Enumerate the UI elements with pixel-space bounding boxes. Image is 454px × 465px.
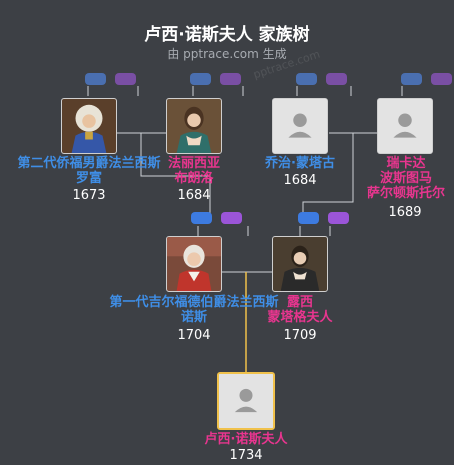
name-line: 罗富 [75, 171, 102, 186]
name-line: 卢西·诺斯夫人 [204, 432, 288, 447]
name-line: 法丽西亚 [167, 156, 220, 171]
expand-mother-button[interactable] [115, 73, 136, 85]
person-name-p2[interactable]: 露西 蒙塔格夫人 [248, 295, 352, 325]
person-name-self[interactable]: 卢西·诺斯夫人 [186, 432, 306, 447]
person-year-gp3: 1684 [283, 173, 317, 188]
placeholder-avatar-icon [378, 99, 432, 153]
person-photo-self[interactable] [217, 372, 275, 430]
person-year-p1: 1704 [177, 328, 211, 343]
placeholder-avatar-icon [273, 99, 327, 153]
expand-mother-button[interactable] [431, 73, 452, 85]
name-line: 乔治·蒙塔古 [265, 156, 335, 171]
expand-father-button[interactable] [85, 73, 106, 85]
name-line: 第一代吉尔福德伯爵法兰西斯 [109, 295, 279, 310]
name-line: 波斯图马 [379, 171, 432, 186]
portrait-photo [273, 237, 327, 291]
expand-father-button[interactable] [190, 73, 211, 85]
person-photo-p2[interactable] [272, 236, 328, 292]
expand-mother-button[interactable] [221, 212, 242, 224]
portrait-photo [167, 237, 221, 291]
person-year-gp1: 1673 [72, 188, 106, 203]
person-photo-gp2[interactable] [166, 98, 222, 154]
expand-mother-button[interactable] [326, 73, 347, 85]
page-title: 卢西·诺斯夫人 家族树 [144, 25, 310, 45]
expand-mother-button[interactable] [328, 212, 349, 224]
name-line: 露西 [286, 295, 313, 310]
person-name-p1[interactable]: 第一代吉尔福德伯爵法兰西斯 诺斯 [84, 295, 304, 325]
expand-mother-button[interactable] [220, 73, 241, 85]
person-photo-p1[interactable] [166, 236, 222, 292]
expand-father-button[interactable] [401, 73, 422, 85]
person-year-p2: 1709 [283, 328, 317, 343]
expand-father-button[interactable] [296, 73, 317, 85]
name-line: 诺斯 [180, 310, 207, 325]
portrait-photo [62, 99, 116, 153]
expand-father-button[interactable] [191, 212, 212, 224]
person-name-gp2[interactable]: 法丽西亚 布朗洛 [152, 156, 236, 186]
portrait-photo [167, 99, 221, 153]
person-year-self: 1734 [229, 448, 263, 463]
person-year-gp4: 1689 [388, 205, 422, 220]
name-line: 布朗洛 [174, 171, 214, 186]
page-subtitle: 由 pptrace.com 生成 [167, 47, 287, 61]
person-photo-gp1[interactable] [61, 98, 117, 154]
name-line: 瑞卡达 [386, 156, 426, 171]
person-year-gp2: 1684 [177, 188, 211, 203]
person-photo-gp3[interactable] [272, 98, 328, 154]
person-photo-gp4[interactable] [377, 98, 433, 154]
name-line: 第二代侨福男爵法兰西斯 [17, 156, 161, 171]
person-name-gp3[interactable]: 乔治·蒙塔古 [250, 156, 350, 171]
name-line: 萨尔顿斯托尔 [366, 186, 445, 201]
person-name-gp4[interactable]: 瑞卡达 波斯图马 萨尔顿斯托尔 [354, 156, 454, 201]
expand-father-button[interactable] [298, 212, 319, 224]
person-name-gp1[interactable]: 第二代侨福男爵法兰西斯 罗富 [0, 156, 178, 186]
name-line: 蒙塔格夫人 [267, 310, 333, 325]
placeholder-avatar-icon [219, 374, 273, 428]
